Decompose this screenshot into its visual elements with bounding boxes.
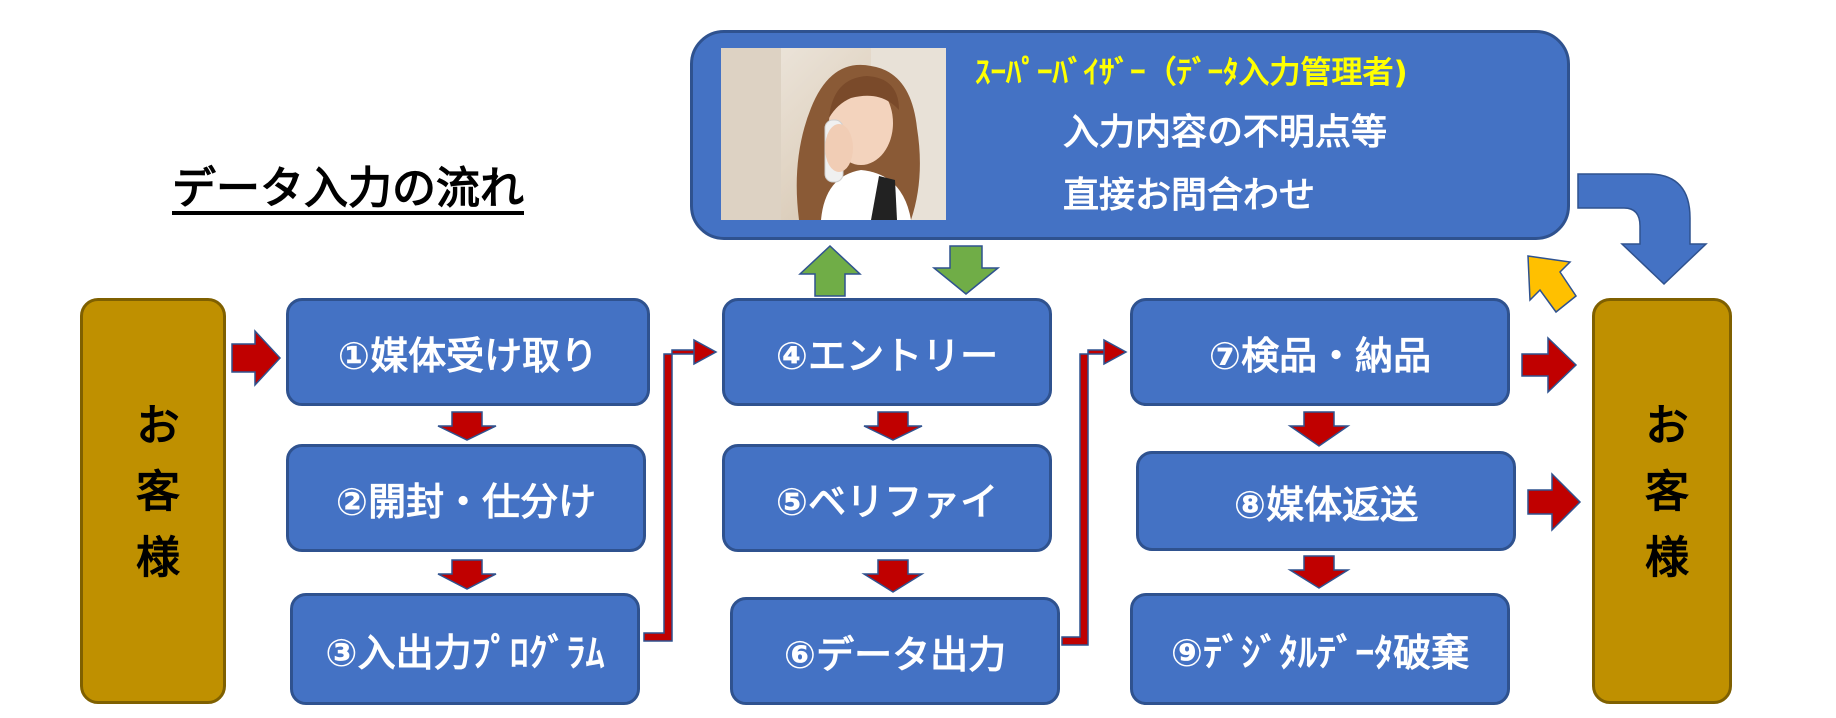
step-7-inspect-deliver: ⑦検品・納品 xyxy=(1130,298,1510,406)
step-9-digital-data-disposal: ⑨ﾃﾞｼﾞﾀﾙﾃﾞｰﾀ破棄 xyxy=(1130,593,1510,705)
supervisor-line-1: 入力内容の不明点等 xyxy=(1063,112,1388,153)
step-8-media-return: ⑧媒体返送 xyxy=(1136,451,1516,551)
customer-left: お客様 xyxy=(80,298,226,704)
step-5-verify: ⑤ベリファイ xyxy=(722,444,1052,552)
arrow-down-green-icon xyxy=(931,245,1001,295)
step-3-io-program: ③入出力ﾌﾟﾛｸﾞﾗﾑ xyxy=(290,593,640,705)
supervisor-panel: ｽｰﾊﾟｰﾊﾞｲｻﾞｰ（ﾃﾞｰﾀ入力管理者) 入力内容の不明点等 直接お問合わせ xyxy=(690,30,1570,240)
arrow-up-green-icon xyxy=(798,244,862,297)
connector-step3-to-step4-icon xyxy=(643,338,718,642)
step-6-data-output: ⑥データ出力 xyxy=(730,597,1060,705)
step-2-open-sort: ②開封・仕分け xyxy=(286,444,646,552)
arrow-down-icon xyxy=(863,411,923,441)
step-1-media-receipt: ①媒体受け取り xyxy=(286,298,650,406)
supervisor-line-2: 直接お問合わせ xyxy=(1063,175,1316,216)
arrow-supervisor-to-customer-icon xyxy=(1577,173,1708,286)
step-4-entry: ④エントリー xyxy=(722,298,1052,406)
arrow-down-icon xyxy=(1287,555,1351,589)
arrow-customer-to-step1-icon xyxy=(231,329,282,387)
arrow-down-icon xyxy=(861,559,925,593)
connector-step6-to-step7-icon xyxy=(1061,338,1128,646)
arrow-step8-to-customer-icon xyxy=(1527,472,1582,532)
woman-on-phone-icon xyxy=(721,48,946,220)
arrow-down-icon xyxy=(437,411,497,441)
arrow-down-icon xyxy=(1287,411,1351,447)
supervisor-title: ｽｰﾊﾟｰﾊﾞｲｻﾞｰ（ﾃﾞｰﾀ入力管理者) xyxy=(975,55,1408,91)
customer-right: お客様 xyxy=(1592,298,1732,704)
arrow-orange-diagonal-icon xyxy=(1527,255,1578,314)
arrow-down-icon xyxy=(437,559,497,590)
diagram-title: データ入力の流れ xyxy=(172,163,524,214)
arrow-step7-to-customer-icon xyxy=(1521,336,1578,394)
woman-on-phone-photo xyxy=(721,48,946,220)
